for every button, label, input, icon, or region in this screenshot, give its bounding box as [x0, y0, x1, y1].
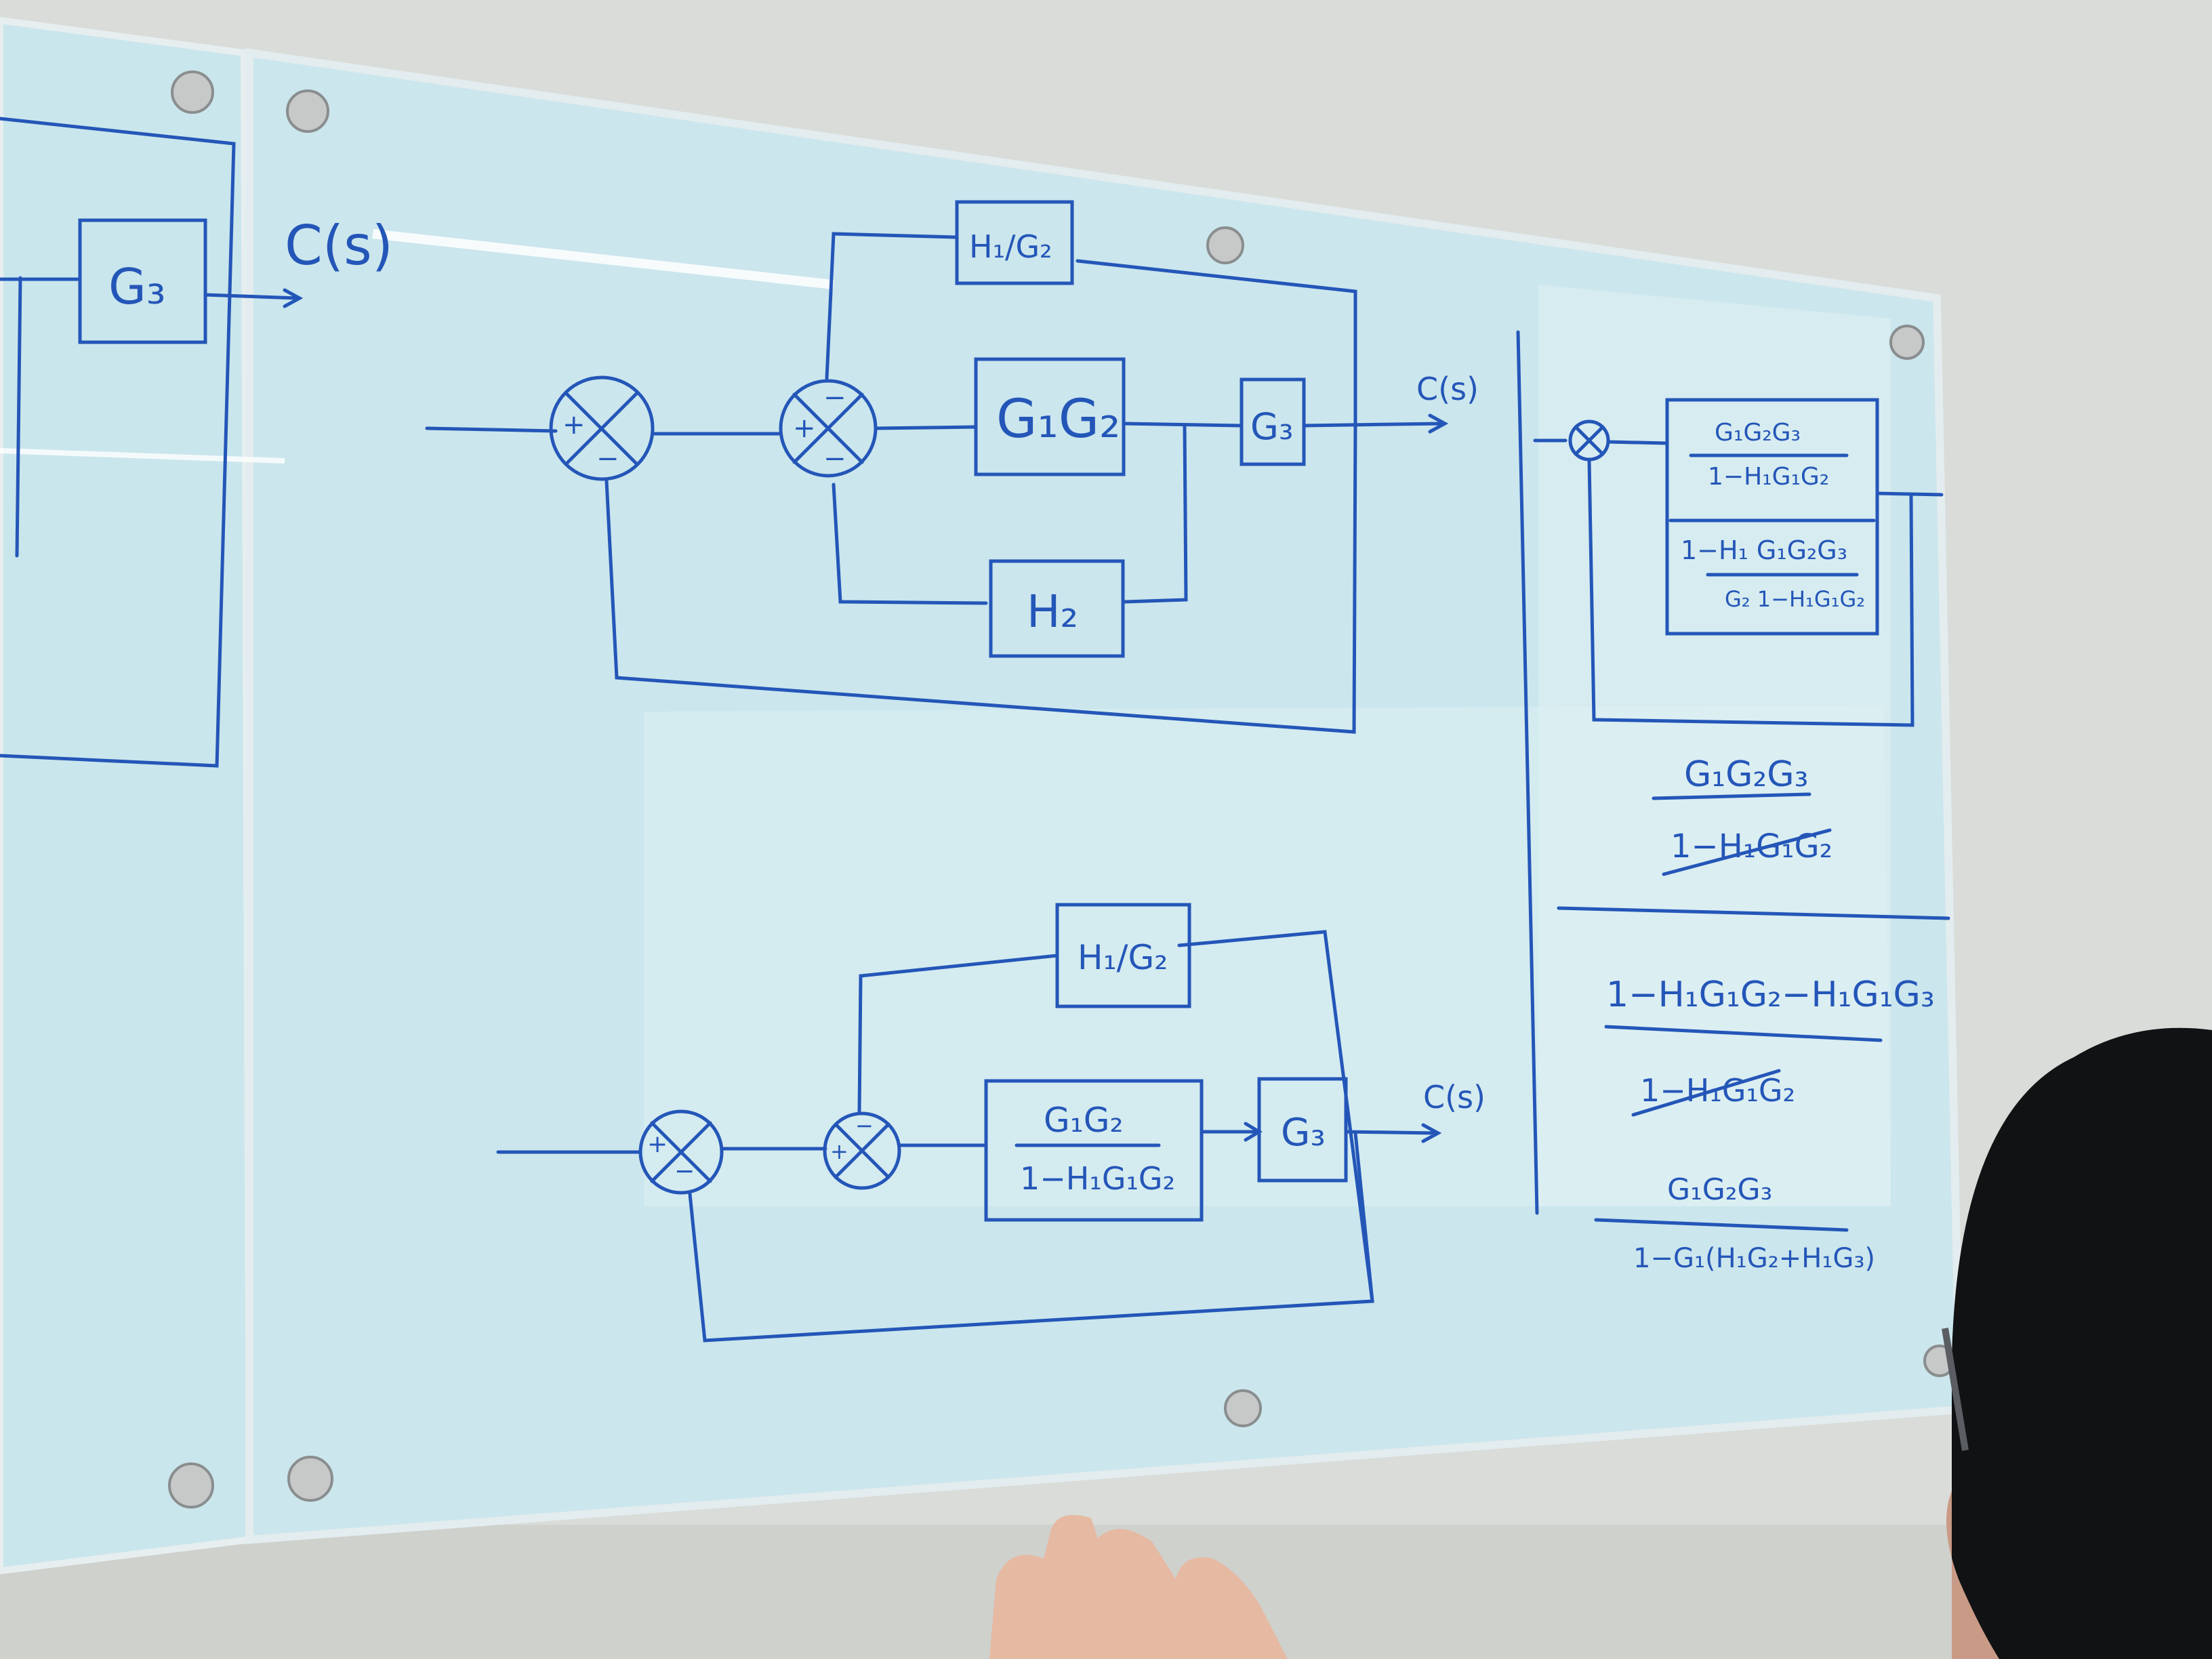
right-box-lower: 1−H₁ G₁G₂G₃: [1681, 535, 1847, 565]
glare-line-left: [0, 448, 285, 464]
step1-num: G₁G₂G₃: [1684, 754, 1808, 795]
right-link-to-box: [1606, 440, 1669, 445]
sum2-minus-bottom: −: [823, 443, 846, 474]
top-block-diagram: G₁G₂ G₃ H₂ H₁/G₂ C(s) + − − + −: [425, 200, 1479, 734]
left-panel-diagram: G₃ C(s): [0, 117, 393, 768]
sum1-plus: +: [562, 409, 586, 441]
step2-num: 1−H₁G₁G₂−H₁G₁G₃: [1606, 975, 1935, 1015]
bottom-outer-feedback: [688, 1131, 1374, 1343]
top-block-g3-label: G₃: [1250, 405, 1294, 448]
right-divider: [1516, 330, 1539, 1215]
hair: [1952, 1027, 2212, 1659]
right-box-den: 1−H₁G₁G₂: [1708, 463, 1829, 491]
bottom-block-g3-label: G₃: [1281, 1111, 1326, 1155]
top-link-to-g3: [1122, 422, 1242, 428]
sum1-minus: −: [596, 443, 619, 474]
screw: [1224, 1389, 1262, 1427]
top-block-h1g2-label: H₁/G₂: [969, 228, 1052, 265]
top-output-label: C(s): [1416, 371, 1479, 407]
mounting-screws: [168, 70, 1956, 1509]
screw: [287, 1456, 333, 1502]
screw: [171, 70, 214, 114]
top-link-to-g1g2: [874, 425, 978, 430]
sum1-cross: [564, 391, 639, 466]
sum2-minus-top: −: [823, 382, 846, 413]
right-feedback: [1587, 459, 1914, 727]
screw: [286, 89, 329, 133]
left-output-label: C(s): [285, 214, 393, 277]
bottom-summing-junction-2: [823, 1111, 901, 1190]
step2-bar: [1604, 1025, 1883, 1042]
top-input-line: [425, 426, 558, 433]
marker-ink: G₃ C(s) G₁G₂ G₃ H₂ H₁/G₂ C(s): [0, 117, 1950, 1343]
bottom-block-g3: [1257, 1077, 1348, 1183]
bottom-block-diagram: G₁G₂ 1−H₁G₁G₂ G₃ H₁/G₂ C(s) + − + −: [496, 903, 1486, 1343]
bottom-output-label: C(s): [1423, 1079, 1486, 1115]
sum2-plus: +: [793, 413, 816, 444]
right-box-lower-den: G₂ 1−H₁G₁G₂: [1725, 586, 1865, 612]
top-block-h2: [989, 559, 1125, 658]
step2-strike: [1631, 1069, 1781, 1117]
top-block-g1g2-label: G₁G₂: [996, 389, 1120, 450]
bottom-forward-den: 1−H₁G₁G₂: [1020, 1160, 1175, 1197]
left-block-g3: [78, 218, 207, 344]
bottom-block-forward: [984, 1079, 1204, 1222]
window-reflection-right: [1538, 285, 1891, 1206]
right-derivation: G₁G₂G₃ 1−H₁G₁G₂ 1−H₁ G₁G₂G₃ G₂ 1−H₁G₁G₂ …: [1516, 330, 1950, 1274]
right-sj-cross: [1574, 425, 1605, 456]
right-box-output: [1875, 491, 1944, 497]
final-bar: [1594, 1218, 1849, 1232]
top-inner-feedback: [832, 425, 1188, 605]
glare-line: [372, 229, 834, 289]
glass-board-left: [0, 16, 253, 1575]
bottom-feedforward-path: [857, 930, 1374, 1303]
bottom-forward-num: G₁G₂: [1044, 1101, 1124, 1140]
top-outer-feedback: [605, 424, 1357, 734]
bsum2-plus: +: [830, 1139, 848, 1164]
hand: [989, 1515, 1288, 1659]
top-summing-junction-1: [549, 375, 655, 481]
top-block-h2-label: H₂: [1027, 586, 1078, 638]
top-feedforward-path: [825, 232, 1357, 428]
person-head: [1942, 1027, 2212, 1659]
top-block-h1-over-g2: [955, 200, 1074, 285]
left-vertical-line: [15, 276, 22, 558]
bsum2-cross: [834, 1122, 890, 1179]
bottom-block-h1g2-label: H₁/G₂: [1078, 938, 1168, 977]
left-arrow-out: [203, 288, 304, 308]
step1-den: 1−H₁G₁G₂: [1671, 827, 1832, 865]
bsum2-minus: −: [855, 1113, 874, 1139]
final-num: G₁G₂G₃: [1667, 1172, 1772, 1207]
bsum1-minus: −: [674, 1158, 695, 1185]
bottom-summing-junction-1: [638, 1109, 724, 1195]
screw: [168, 1462, 214, 1509]
bottom-block-h1-over-g2: [1055, 903, 1191, 1008]
top-block-g1g2: [974, 357, 1126, 476]
step1-bar: [1652, 792, 1811, 800]
sum2-cross: [792, 392, 864, 464]
screw: [1206, 226, 1244, 264]
right-box-num: G₁G₂G₃: [1715, 419, 1801, 447]
step1-strike: [1662, 828, 1832, 876]
right-reduced-box: [1665, 398, 1879, 636]
bottom-output-arrow: [1344, 1123, 1442, 1143]
top-output-arrow: [1302, 413, 1449, 434]
left-feedback-loop: [0, 117, 236, 768]
left-block-label: G₃: [108, 258, 166, 315]
bsum1-cross: [650, 1121, 712, 1183]
main-fraction-bar: [1557, 906, 1950, 920]
bsum1-plus: +: [647, 1130, 668, 1158]
final-den: 1−G₁(H₁G₂+H₁G₃): [1633, 1243, 1875, 1274]
ear-skin: [1946, 1491, 1999, 1659]
glasses-frame: [1942, 1328, 1969, 1451]
screw: [1889, 325, 1925, 360]
top-block-g3: [1240, 377, 1306, 466]
